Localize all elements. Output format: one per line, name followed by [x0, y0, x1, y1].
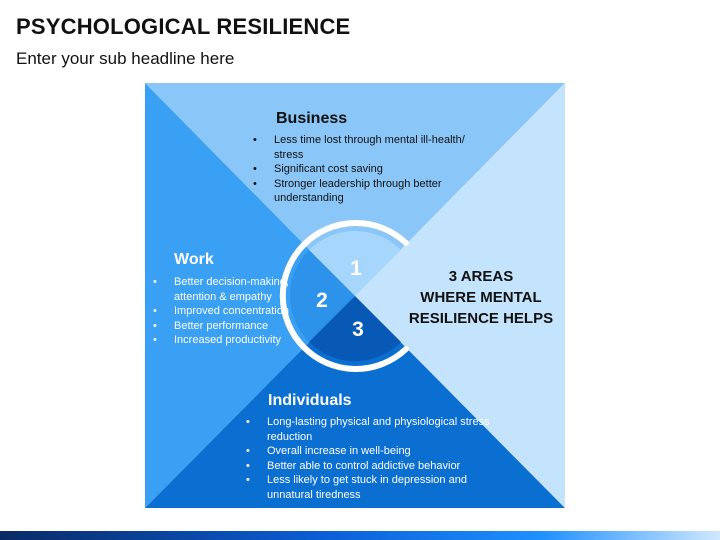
list-item: Better able to control addictive behavio… [243, 459, 493, 474]
number-1: 1 [350, 257, 362, 280]
callout-line: RESILIENCE HELPS [408, 310, 554, 327]
callout-line: 3 AREAS [448, 268, 514, 285]
list-item: Less time lost through mental ill-health… [250, 133, 490, 162]
individuals-heading: Individuals [268, 392, 352, 409]
individuals-list: Long-lasting physical and physiological … [243, 415, 493, 502]
work-heading: Work [174, 251, 214, 268]
page-subtitle: Enter your sub headline here [16, 49, 235, 68]
list-item: Long-lasting physical and physiological … [243, 415, 493, 444]
center-segment-3 [309, 296, 401, 362]
list-item: Increased productivity [150, 333, 310, 348]
number-2: 2 [316, 289, 328, 312]
callout-quadrant [355, 83, 565, 508]
footer-bar [0, 531, 720, 540]
list-item: Better performance [150, 319, 310, 334]
list-item: Significant cost saving [250, 162, 490, 177]
page-title: PSYCHOLOGICAL RESILIENCE [16, 14, 351, 39]
business-heading: Business [276, 110, 348, 127]
list-item: Stronger leadership through better under… [250, 177, 490, 206]
list-item: Improved concentration [150, 304, 310, 319]
business-list: Less time lost through mental ill-health… [250, 133, 490, 206]
list-item: Overall increase in well-being [243, 444, 493, 459]
callout-text: 3 AREAS WHERE MENTAL RESILIENCE HELPS [404, 266, 558, 329]
list-item: Better decision-making, attention & empa… [150, 275, 310, 304]
center-segment-1 [309, 230, 401, 296]
number-3: 3 [352, 318, 364, 341]
work-list: Better decision-making, attention & empa… [150, 275, 310, 348]
callout-line: WHERE MENTAL [420, 289, 542, 306]
list-item: Less likely to get stuck in depression a… [243, 473, 493, 502]
